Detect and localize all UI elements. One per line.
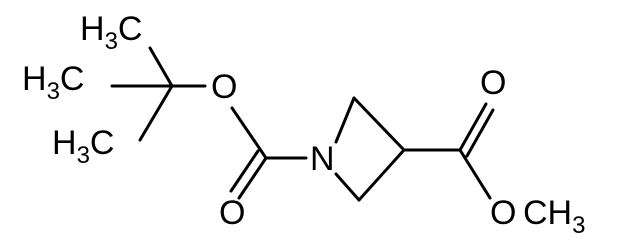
bond-oxygen-carbonyl — [230, 106, 268, 160]
bond-ester-double-a — [458, 102, 488, 152]
bond-carbonyl-double-b — [229, 149, 260, 193]
bond-ester-double-b — [465, 108, 495, 158]
ring-bond-c2-c3 — [352, 96, 406, 152]
bond-ester-oxygen — [458, 148, 492, 200]
carbonyl-oxygen-ester: O — [480, 64, 506, 102]
bond-carbonyl-double-a — [237, 156, 268, 200]
bond-methyl-bottom — [138, 84, 174, 142]
methyl-label-top: H3C — [80, 10, 142, 55]
methyl-label-middle: H3C — [22, 60, 84, 105]
nitrogen-atom: N — [310, 140, 335, 178]
ester-oxygen-boc: O — [211, 68, 237, 106]
ring-bond-c4-n — [334, 172, 361, 202]
bond-methyl-top — [148, 46, 174, 88]
ring-bond-n-c2 — [334, 96, 356, 144]
ring-bond-c3-c4 — [357, 148, 406, 202]
methyl-label-bottom: H3C — [52, 124, 114, 169]
carbonyl-oxygen-boc: O — [219, 194, 245, 232]
methoxy-oxygen: O — [490, 194, 516, 232]
methoxy-group: CH3 — [523, 194, 585, 236]
